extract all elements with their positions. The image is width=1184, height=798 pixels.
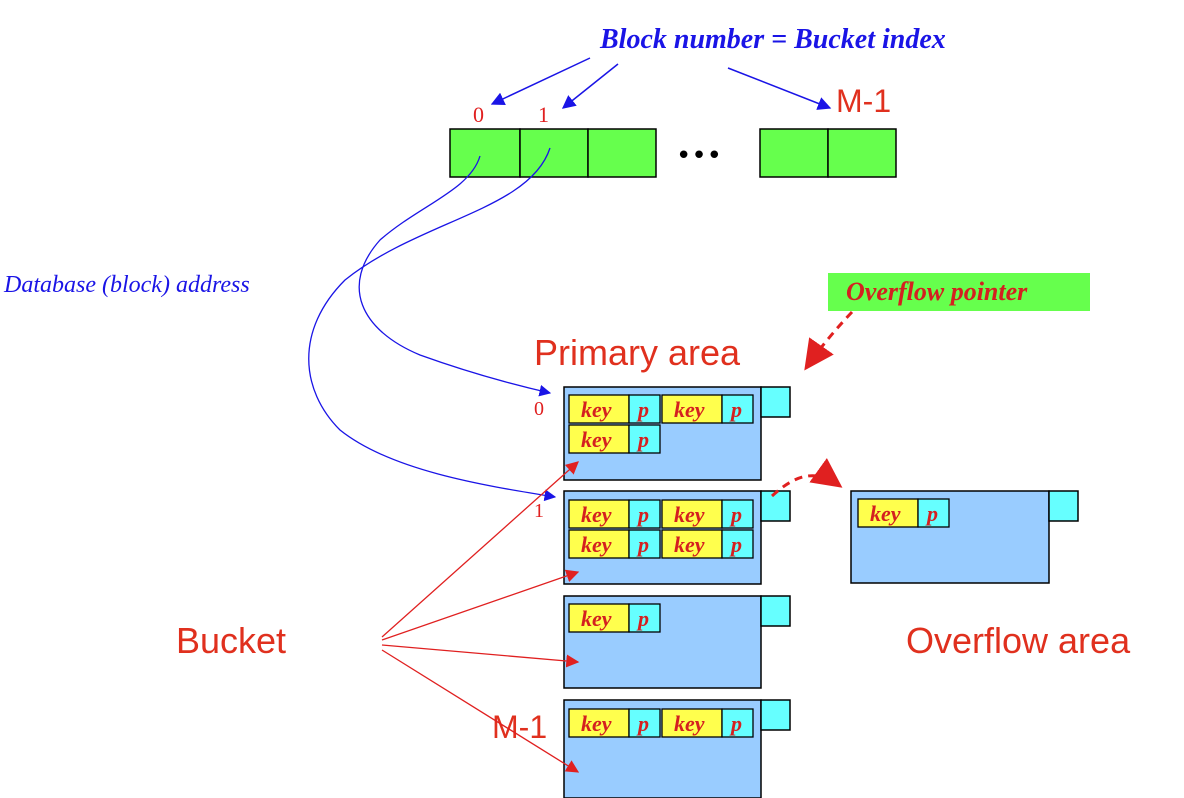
bucket-last-number: M-1 (492, 709, 547, 745)
block-number-label: Block number = Bucket index (599, 24, 946, 55)
bucket-label: Bucket (176, 620, 286, 661)
bucket-2-overflow-slot (760, 595, 791, 627)
bucket-0-ptr-2-text: p (729, 397, 742, 422)
index-array (449, 128, 897, 178)
bucket-0-overflow-slot (760, 386, 791, 418)
address-label: Database (block) address (3, 272, 250, 298)
overflow-bucket-key-1 (857, 498, 919, 528)
bucket-0-ptr-1 (628, 394, 661, 424)
bucket-last-key-1-text: key (581, 711, 612, 736)
bucket-2-key-1 (568, 603, 630, 633)
bucket-1: key p key p key p key p 1 (534, 490, 791, 585)
overflow-pointer-arrow (804, 310, 854, 371)
bucket-1-key-3 (568, 529, 630, 559)
bucket-last-overflow-slot (760, 699, 791, 731)
pointer-slot1-bucket1 (308, 147, 557, 502)
overflow-bucket-ptr-1 (917, 498, 950, 528)
bucket-1-ptr-2-text: p (729, 502, 742, 527)
bucket-1-ptr-1-text: p (636, 502, 649, 527)
bucket-1-ptr-3-text: p (636, 532, 649, 557)
bucket-2-ptr-1 (628, 603, 661, 633)
arrow-to-slot-0 (490, 57, 591, 105)
bucket-1-overflow-slot (760, 490, 791, 522)
bucket-1-number: 1 (534, 500, 544, 522)
overflow-pointer-label-box (828, 273, 1090, 311)
bucket-arrow-last (381, 649, 580, 773)
bucket-last-ptr-1-text: p (636, 711, 649, 736)
bucket-last-key-2 (661, 708, 723, 738)
bucket-last-ptr-1 (628, 708, 661, 738)
bucket-1-ptr-4-text: p (729, 532, 742, 557)
bucket-0-ptr-3-text: p (636, 427, 649, 452)
bucket-1-key-1-text: key (581, 502, 612, 527)
bucket-0-key-2 (661, 394, 723, 424)
bucket-0-ptr-3 (628, 424, 661, 454)
overflow-bucket-overflow-slot (1048, 490, 1079, 522)
index-slot-2 (587, 128, 657, 178)
bucket-1-key-2 (661, 499, 723, 529)
bucket-0-ptr-2 (721, 394, 754, 424)
arrow-to-slot-last (727, 67, 832, 110)
bucket-0-key-2-text: key (674, 397, 705, 422)
bucket-0-key-3-text: key (581, 427, 612, 452)
bucket-2-ptr-1-text: p (636, 606, 649, 631)
index-slot-1 (519, 128, 589, 178)
primary-area-label: Primary area (534, 332, 741, 373)
index-slot-m2 (759, 128, 829, 178)
bucket-1-key-4-text: key (674, 532, 705, 557)
bucket-2: key p (563, 595, 791, 689)
address-pointers (308, 147, 557, 502)
bucket-1-ptr-4 (721, 529, 754, 559)
overflow-area-label: Overflow area (906, 620, 1131, 661)
index-label-1: 1 (538, 102, 549, 127)
index-slot-m1 (827, 128, 897, 178)
bucket-0-key-3 (568, 424, 630, 454)
index-label-0: 0 (473, 102, 484, 127)
overflow-bucket-key-1-text: key (870, 501, 901, 526)
bucket-last-ptr-2 (721, 708, 754, 738)
bucket-0-key-1 (568, 394, 630, 424)
bucket-arrow-2 (381, 644, 580, 668)
bucket-arrow-1 (381, 569, 580, 641)
arrow-to-slot-1 (561, 63, 619, 109)
bucket-arrows (381, 461, 580, 773)
bucket-2-key-1-text: key (581, 606, 612, 631)
bucket-arrow-0 (381, 461, 579, 638)
bucket-1-ptr-2 (721, 499, 754, 529)
index-label-last: M-1 (836, 83, 891, 119)
bucket-1-ptr-3 (628, 529, 661, 559)
bucket-0-key-1-text: key (581, 397, 612, 422)
pointer-slot0-bucket0 (358, 155, 552, 397)
overflow-bucket-ptr-1-text: p (925, 501, 938, 526)
bucket-last-ptr-2-text: p (729, 711, 742, 736)
index-slot-0 (449, 128, 521, 178)
bucket-0: key p key p key p 0 (534, 386, 791, 481)
bucket-0-number: 0 (534, 398, 544, 420)
bucket-last-key-1 (568, 708, 630, 738)
bucket-1-key-1 (568, 499, 630, 529)
bucket-0-ptr-1-text: p (636, 397, 649, 422)
index-arrows (490, 57, 832, 110)
bucket-last-key-2-text: key (674, 711, 705, 736)
index-ellipsis: ••• (676, 141, 722, 171)
overflow-bucket: key p (850, 490, 1079, 584)
bucket-1-key-3-text: key (581, 532, 612, 557)
bucket-1-key-2-text: key (674, 502, 705, 527)
bucket-1-key-4 (661, 529, 723, 559)
bucket-last: key p key p M-1 (492, 699, 791, 798)
bucket-1-ptr-1 (628, 499, 661, 529)
overflow-pointer-label: Overflow pointer (846, 277, 1028, 306)
